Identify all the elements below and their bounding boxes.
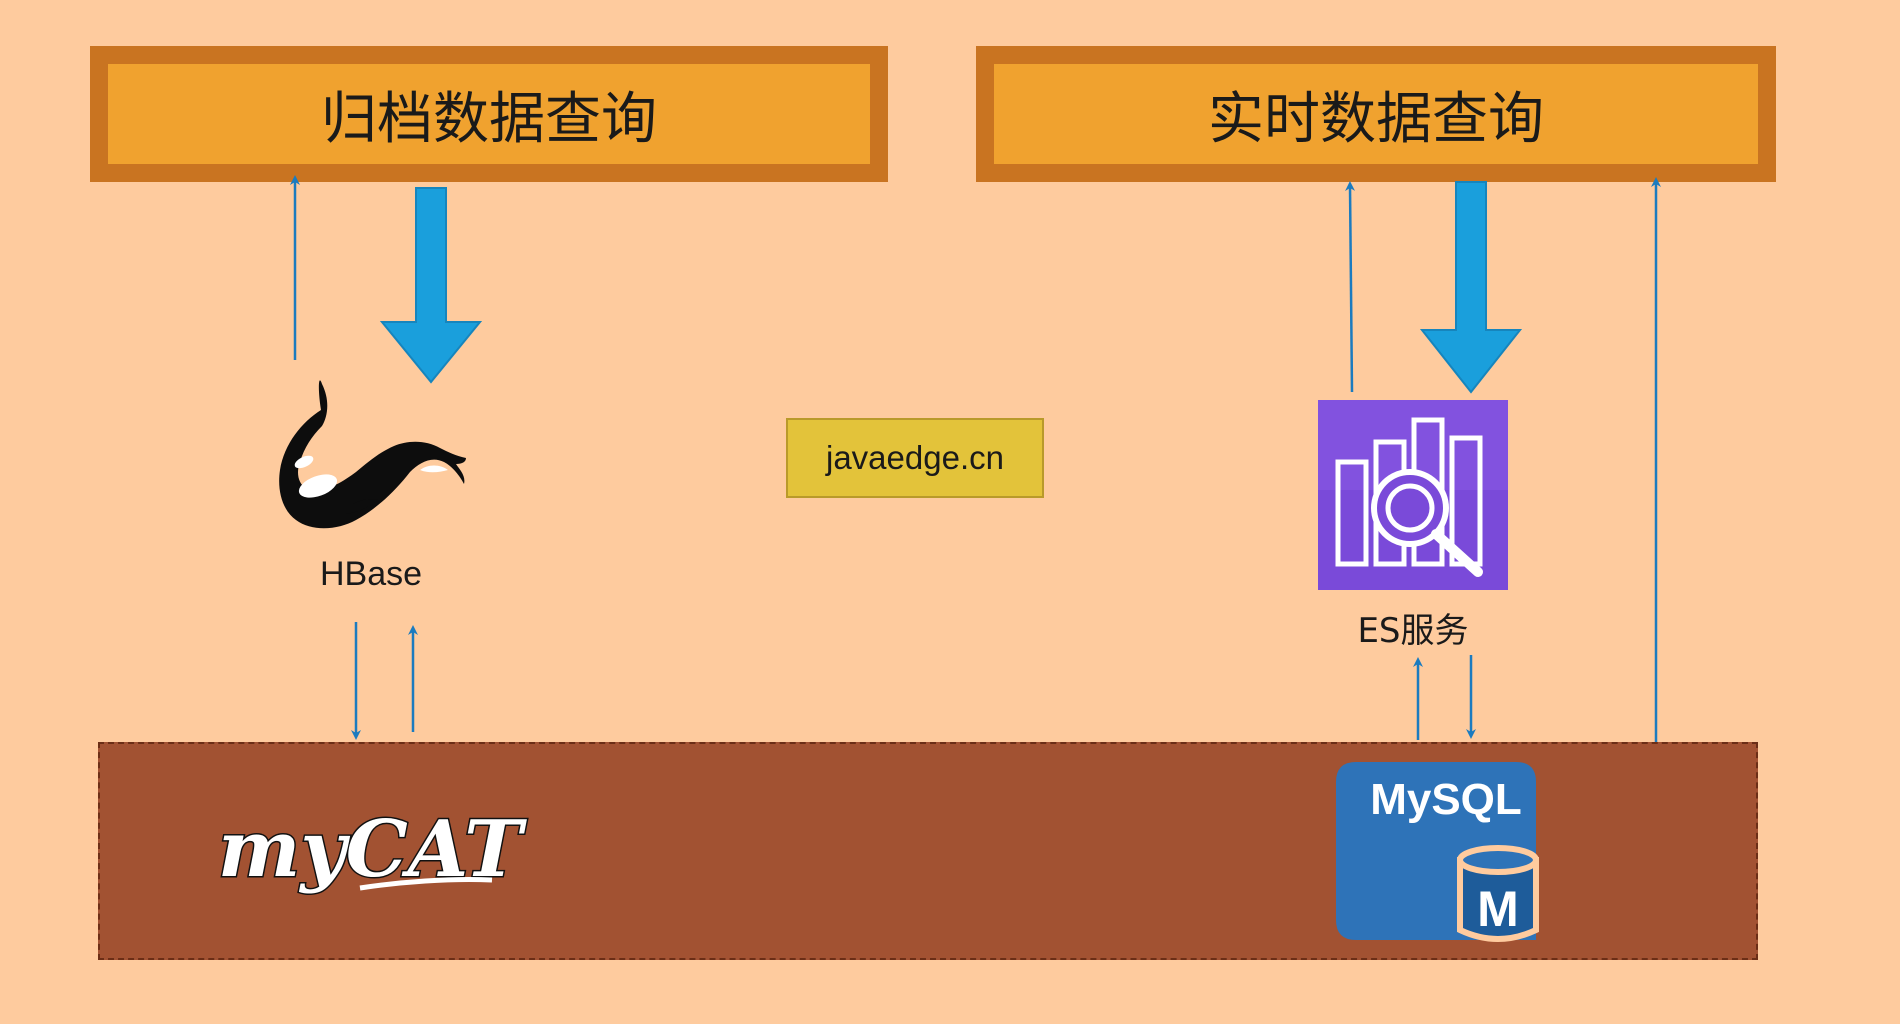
archive-data-query-box: 归档数据查询 — [90, 46, 888, 182]
mysql-badge-text: M — [1477, 881, 1519, 937]
big-down-arrow-hbase — [379, 187, 483, 384]
watermark-label: javaedge.cn — [786, 418, 1044, 498]
mysql-logo-text: MySQL — [1370, 775, 1522, 824]
orca-whale-icon — [279, 380, 466, 529]
realtime-data-query-label: 实时数据查询 — [1208, 86, 1544, 152]
mysql-icon: MySQL M — [1336, 762, 1539, 942]
realtime-data-query-box: 实时数据查询 — [976, 46, 1776, 182]
archive-data-query-label: 归档数据查询 — [321, 86, 657, 152]
es-service-label: ES服务 — [1357, 611, 1468, 651]
big-down-arrow-es — [1419, 181, 1523, 394]
elasticsearch-service-icon — [1318, 400, 1508, 590]
arrow-es-to-realtime — [1345, 181, 1356, 393]
mycat-logo: myCAT — [216, 803, 528, 897]
hbase-label: HBase — [320, 555, 422, 593]
